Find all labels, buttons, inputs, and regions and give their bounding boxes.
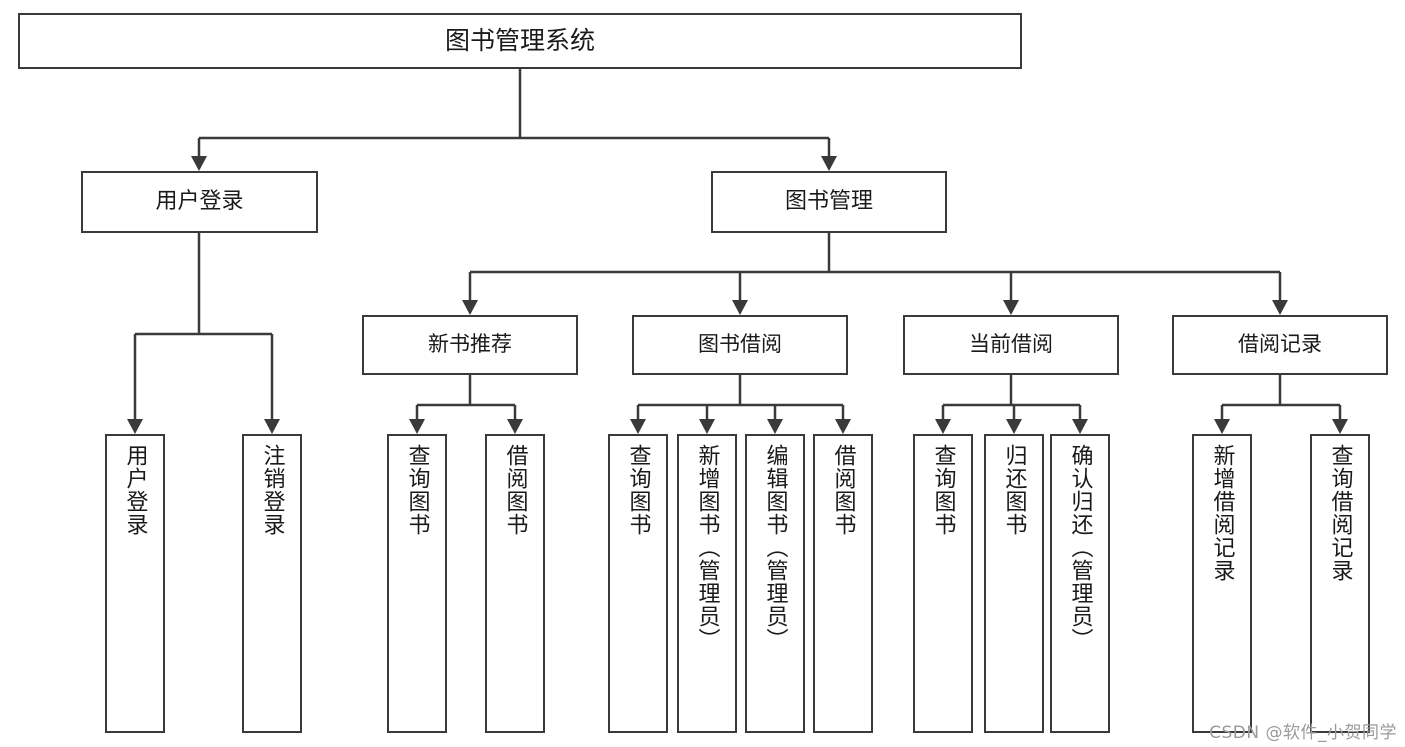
node-label: 新增图书（管理员）	[694, 444, 720, 651]
node-leaf-new-2[interactable]: 借阅图书	[485, 434, 545, 733]
node-borrow[interactable]: 图书借阅	[632, 315, 848, 375]
wire-bus-current-arrow-1-head	[1006, 419, 1022, 434]
node-label: 查询图书	[625, 444, 651, 536]
node-root[interactable]: 图书管理系统	[18, 13, 1022, 69]
node-label: 用户登录	[122, 444, 148, 536]
node-label: 查询图书	[404, 444, 430, 536]
wire-bus-root-arrow-0-head	[191, 156, 207, 171]
wire-bus-bookmgmt-arrow-3-head	[1272, 300, 1288, 315]
wire-bus-borrow-arrow-2-head	[767, 419, 783, 434]
wire-bus-current-arrow-0-head	[935, 419, 951, 434]
node-label: 用户登录	[155, 188, 244, 214]
node-label: 查询借阅记录	[1327, 444, 1353, 582]
wire-bus-newbooks-arrow-1-head	[507, 419, 523, 434]
node-label: 归还图书	[1001, 444, 1027, 536]
wire-bus-borrow-arrow-3-head	[835, 419, 851, 434]
wire-bus-current-arrow-2-head	[1072, 419, 1088, 434]
wire-bus-root-arrow-1-head	[821, 156, 837, 171]
node-leaf-bor-1[interactable]: 查询图书	[608, 434, 668, 733]
node-label: 查询图书	[930, 444, 956, 536]
node-leaf-rec-2[interactable]: 查询借阅记录	[1310, 434, 1370, 733]
node-leaf-cur-3[interactable]: 确认归还（管理员）	[1050, 434, 1110, 733]
wire-bus-borrow-arrow-1-head	[699, 419, 715, 434]
node-login[interactable]: 用户登录	[81, 171, 318, 233]
wire-bus-borrow-arrow-0-head	[630, 419, 646, 434]
node-leaf-login-2[interactable]: 注销登录	[242, 434, 302, 733]
wire-bus-bookmgmt-arrow-0-head	[462, 300, 478, 315]
node-leaf-rec-1[interactable]: 新增借阅记录	[1192, 434, 1252, 733]
node-label: 图书管理系统	[444, 26, 595, 55]
wire-bus-records-arrow-0-head	[1214, 419, 1230, 434]
wire-bus-login-arrow-1-head	[264, 419, 280, 434]
node-leaf-cur-1[interactable]: 查询图书	[913, 434, 973, 733]
node-current[interactable]: 当前借阅	[903, 315, 1119, 375]
node-label: 新书推荐	[428, 332, 512, 357]
node-leaf-cur-2[interactable]: 归还图书	[984, 434, 1044, 733]
node-label: 注销登录	[259, 444, 285, 536]
node-label: 新增借阅记录	[1209, 444, 1235, 582]
node-label: 借阅图书	[502, 444, 528, 536]
node-leaf-new-1[interactable]: 查询图书	[387, 434, 447, 733]
node-leaf-login-1[interactable]: 用户登录	[105, 434, 165, 733]
node-label: 图书借阅	[698, 332, 782, 357]
wire-bus-records-arrow-1-head	[1332, 419, 1348, 434]
node-label: 图书管理	[784, 188, 873, 214]
wire-bus-login-arrow-0-head	[127, 419, 143, 434]
node-leaf-bor-3[interactable]: 编辑图书（管理员）	[745, 434, 805, 733]
node-label: 当前借阅	[969, 332, 1053, 357]
node-label: 借阅图书	[830, 444, 856, 536]
node-newbooks[interactable]: 新书推荐	[362, 315, 578, 375]
wire-bus-bookmgmt-arrow-2-head	[1003, 300, 1019, 315]
node-label: 确认归还（管理员）	[1067, 444, 1093, 651]
node-label: 借阅记录	[1238, 332, 1322, 357]
wire-bus-newbooks-arrow-0-head	[409, 419, 425, 434]
node-bookmgmt[interactable]: 图书管理	[711, 171, 947, 233]
node-leaf-bor-2[interactable]: 新增图书（管理员）	[677, 434, 737, 733]
wire-bus-bookmgmt-arrow-1-head	[732, 300, 748, 315]
node-leaf-bor-4[interactable]: 借阅图书	[813, 434, 873, 733]
node-records[interactable]: 借阅记录	[1172, 315, 1388, 375]
node-label: 编辑图书（管理员）	[762, 444, 788, 651]
